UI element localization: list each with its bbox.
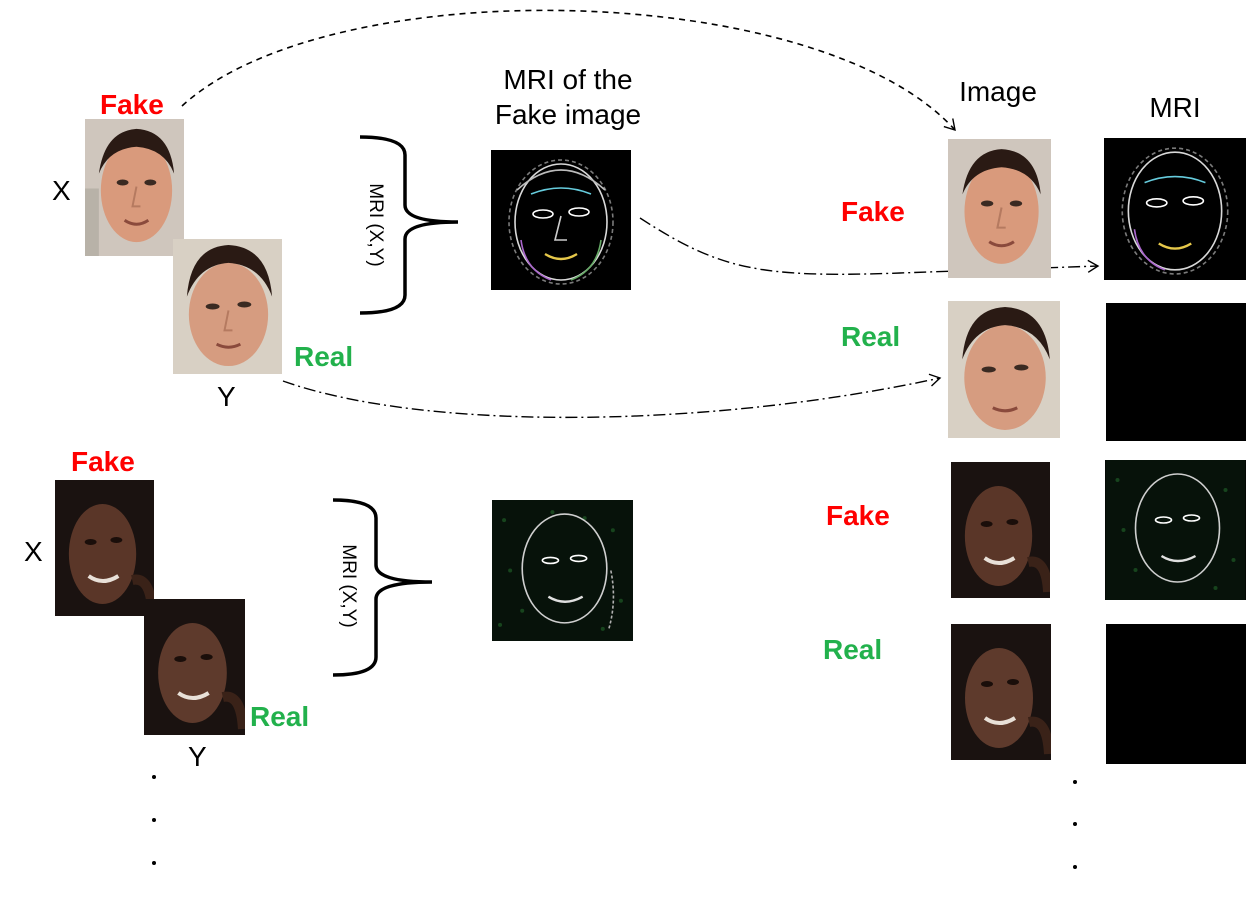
dataset-row-1-image (948, 139, 1051, 278)
brace-label-2: MRI (X,Y) (338, 544, 359, 628)
mri-header-line2: Fake image (494, 99, 642, 130)
real-face-image-1 (173, 239, 282, 374)
ellipsis-dot-right-2 (1073, 822, 1077, 826)
dataset-row-2-image (948, 301, 1060, 438)
brace-2 (332, 498, 433, 677)
dataset-row-3-mri (1105, 460, 1246, 600)
brace-label-1: MRI (X,Y) (365, 183, 386, 267)
dataset-row-3-label: Fake (826, 500, 890, 531)
y-label-2: Y (188, 741, 207, 772)
fake-label-1: Fake (100, 89, 164, 120)
dataset-row-1-label: Fake (841, 196, 905, 227)
ellipsis-dot-left-2 (152, 818, 156, 822)
fake-label-2: Fake (71, 446, 135, 477)
mri-image-1 (491, 150, 631, 290)
real-face-image-2 (144, 599, 245, 735)
x-label-1: X (52, 175, 71, 206)
ellipsis-dot-right-3 (1073, 865, 1077, 869)
x-label-2: X (24, 536, 43, 567)
ellipsis-dot-left-1 (152, 775, 156, 779)
dataset-row-4-label: Real (823, 634, 883, 665)
dataset-row-1-mri (1104, 138, 1246, 280)
real-label-2: Real (250, 701, 310, 732)
dataset-row-3-image (951, 462, 1050, 598)
dataset-row-2-label: Real (841, 321, 901, 352)
mri-image-2 (492, 500, 633, 641)
dataset-row-2-mri (1106, 303, 1246, 441)
mri-header-line1: MRI of the (503, 64, 633, 95)
ellipsis-dot-right-1 (1073, 780, 1077, 784)
fake-face-image-1 (85, 119, 184, 256)
dataset-row-4-mri (1106, 624, 1246, 764)
fake-face-image-2 (55, 480, 154, 616)
mri-column-header: MRI (1149, 92, 1201, 123)
brace-1 (359, 135, 459, 315)
y-label-1: Y (217, 381, 236, 412)
arrow-real-to-dataset (282, 373, 942, 419)
mri-header: MRI of the Fake image (478, 62, 658, 132)
image-column-header: Image (959, 76, 1037, 107)
real-label-1: Real (294, 341, 354, 372)
ellipsis-dot-left-3 (152, 861, 156, 865)
arrow-fake-to-dataset (181, 9, 956, 132)
dataset-row-4-image (951, 624, 1051, 760)
